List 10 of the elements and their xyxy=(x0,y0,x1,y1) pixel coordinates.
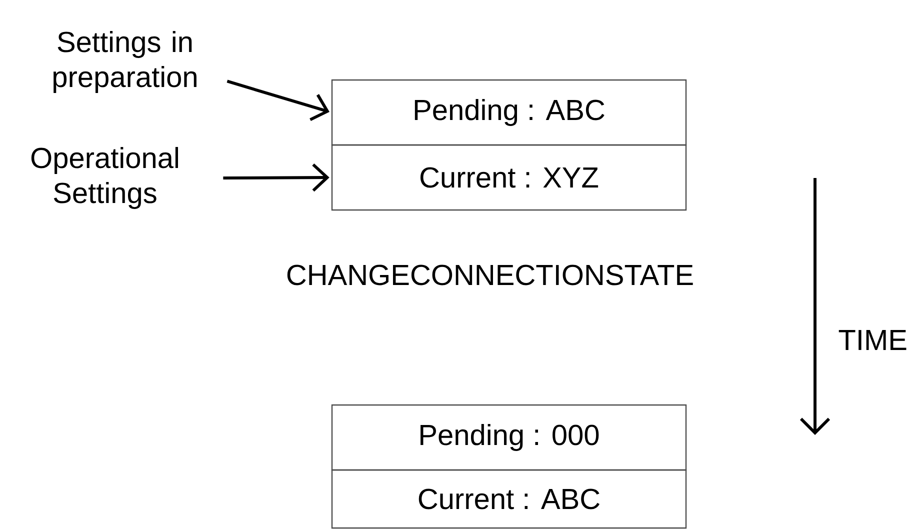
label: CHANGECONNECTIONSTATE xyxy=(287,264,693,286)
arrow xyxy=(226,80,330,122)
value-box: Pending : 000 xyxy=(331,404,687,471)
annotation-text: Settings in preparation xyxy=(54,30,196,93)
label: TIME xyxy=(838,330,906,350)
value-box: Current : XYZ xyxy=(331,144,687,211)
arrow xyxy=(223,163,330,192)
value-box: Current : ABC xyxy=(331,469,687,529)
value-box: Pending : ABC xyxy=(331,79,687,146)
annotation-text: Operational Settings xyxy=(31,146,178,209)
